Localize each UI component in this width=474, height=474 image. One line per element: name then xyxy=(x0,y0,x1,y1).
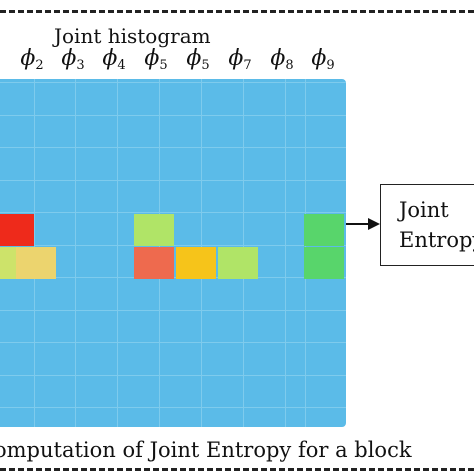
figure-caption: omputation of Joint Entropy for a block xyxy=(0,438,412,462)
phi-label: ϕ3 xyxy=(61,46,85,73)
grid-line-horizontal xyxy=(0,180,346,181)
phi-label: ϕ5 xyxy=(186,46,210,73)
histogram-cell xyxy=(134,214,174,246)
histogram-cell xyxy=(176,247,216,279)
grid-line-horizontal xyxy=(0,407,346,408)
histogram-title: Joint histogram xyxy=(54,24,211,48)
phi-label: ϕ2 xyxy=(20,46,44,73)
grid-line-horizontal xyxy=(0,212,346,213)
arrow-line xyxy=(346,223,370,225)
phi-label: ϕ7 xyxy=(228,46,252,73)
grid-line-horizontal xyxy=(0,310,346,311)
histogram-cell xyxy=(304,247,344,279)
histogram-cell xyxy=(304,214,344,246)
grid-line-horizontal xyxy=(0,147,346,148)
joint-histogram-grid xyxy=(0,79,346,427)
joint-entropy-label-line2: Entropy xyxy=(399,228,474,252)
grid-line-horizontal xyxy=(0,342,346,343)
histogram-cell xyxy=(134,247,174,279)
arrow-head-icon xyxy=(368,218,380,230)
top-dashed-border xyxy=(0,10,474,13)
grid-line-vertical xyxy=(117,79,118,427)
grid-line-horizontal xyxy=(0,82,346,83)
phi-label: ϕ4 xyxy=(102,46,126,73)
phi-label-row: ϕ2 ϕ3 ϕ4 ϕ5 ϕ5 ϕ7 ϕ8 ϕ9 xyxy=(0,46,350,76)
phi-label: ϕ8 xyxy=(270,46,294,73)
histogram-cell xyxy=(218,247,258,279)
phi-label: ϕ5 xyxy=(144,46,168,73)
grid-line-vertical xyxy=(285,79,286,427)
histogram-cell xyxy=(0,214,34,246)
phi-label: ϕ9 xyxy=(311,46,335,73)
histogram-cell xyxy=(16,247,56,279)
joint-entropy-label-line1: Joint xyxy=(399,198,449,222)
grid-line-horizontal xyxy=(0,375,346,376)
bottom-dashed-border xyxy=(0,468,474,471)
joint-entropy-box: Joint Entropy xyxy=(380,184,474,266)
grid-line-vertical xyxy=(75,79,76,427)
grid-line-horizontal xyxy=(0,115,346,116)
